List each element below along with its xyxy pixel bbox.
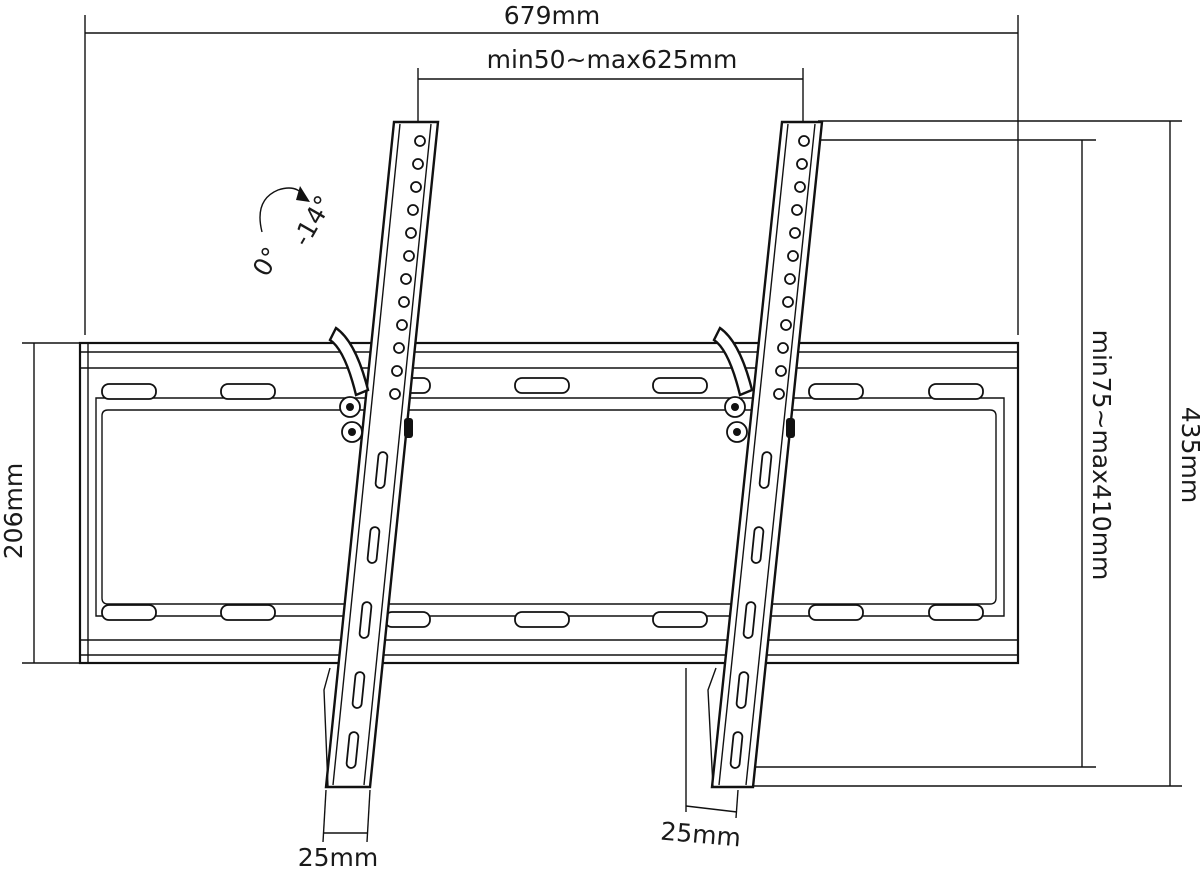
plate-height-label: 206mm xyxy=(0,463,28,559)
width-dimension: 679mm xyxy=(84,1,1019,335)
arm-height-label: 435mm xyxy=(1176,407,1200,503)
tilt-end-label: -14° xyxy=(287,190,339,251)
vertical-spacing-dimension: min75~max410mm xyxy=(748,139,1116,768)
wall-plate xyxy=(78,341,1020,665)
arm-height-dimension: 435mm xyxy=(738,120,1200,787)
left-mounting-arm xyxy=(323,120,440,789)
tilt-indicator: 0° -14° xyxy=(247,186,339,281)
right-arm-width-label: 25mm xyxy=(659,817,742,853)
width-label: 679mm xyxy=(504,1,600,30)
left-arm-width-label: 25mm xyxy=(298,843,379,872)
right-arm-width-dimension: 25mm xyxy=(659,668,742,852)
arm-spacing-label: min50~max625mm xyxy=(487,45,738,74)
vertical-spacing-label: min75~max410mm xyxy=(1087,330,1116,581)
right-mounting-arm xyxy=(707,120,824,789)
arm-spacing-dimension: min50~max625mm xyxy=(417,45,804,124)
left-arm-width-dimension: 25mm xyxy=(298,789,379,872)
tilt-start-label: 0° xyxy=(247,242,286,281)
plate-height-dimension: 206mm xyxy=(0,342,80,664)
tilt-arrow-icon xyxy=(296,186,310,202)
